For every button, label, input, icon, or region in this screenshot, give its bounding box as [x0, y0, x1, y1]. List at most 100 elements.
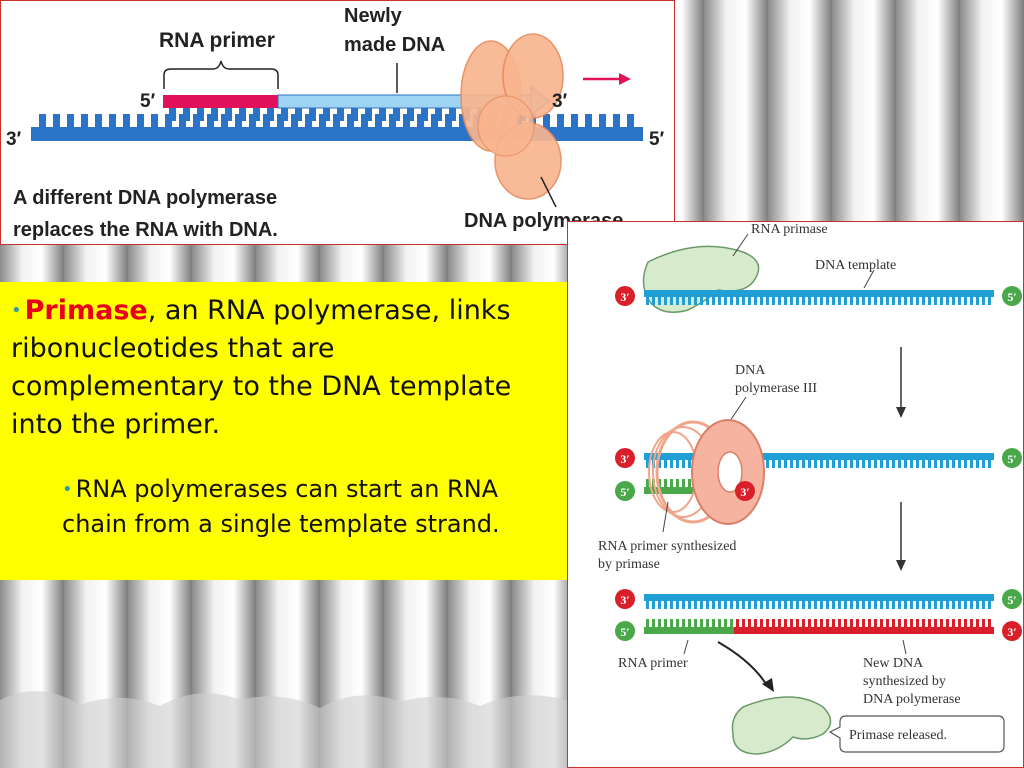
template-base [880, 601, 883, 609]
new-dna-base [976, 619, 979, 627]
released-primase-shape [731, 696, 832, 755]
primer-base [694, 619, 697, 627]
main-bullet-point: •Primase, an RNA polymerase, links ribon… [11, 292, 551, 444]
template-base [940, 297, 943, 305]
template-base [700, 601, 703, 609]
new-strand-base [183, 108, 190, 121]
template-base [964, 297, 967, 305]
new-strand-base [393, 108, 400, 121]
new-strand-base [281, 108, 288, 121]
template-base [850, 297, 853, 305]
rna-primer-label-right: RNA primer [618, 656, 688, 671]
new-dna-base [790, 619, 793, 627]
template-base [922, 297, 925, 305]
template-base [838, 297, 841, 305]
new-dna-base [880, 619, 883, 627]
template-base [862, 297, 865, 305]
new-dna-pointer [902, 639, 907, 655]
template-base [808, 297, 811, 305]
template-base [808, 601, 811, 609]
primer-base [688, 619, 691, 627]
template-base [445, 114, 452, 127]
template-base [67, 114, 74, 127]
template-base [557, 114, 564, 127]
five-prime-text-2b: 5′ [620, 485, 629, 499]
template-base [790, 460, 793, 468]
primer-brace [163, 60, 279, 89]
new-dna-base [856, 619, 859, 627]
template-base [682, 601, 685, 609]
new-dna-base [982, 619, 985, 627]
new-strand-base [323, 108, 330, 121]
template-base [820, 297, 823, 305]
primase-keyword: Primase [24, 295, 148, 326]
new-strand-base [309, 108, 316, 121]
template-base [928, 601, 931, 609]
primer-base [670, 479, 673, 487]
template-base [796, 460, 799, 468]
new-dna-base [988, 619, 991, 627]
template-base [694, 601, 697, 609]
template-base [676, 297, 679, 305]
template-strand-3 [644, 594, 994, 601]
template-base [940, 601, 943, 609]
template-base [748, 297, 751, 305]
three-prime-text-3: 3′ [620, 593, 629, 607]
template-base [347, 114, 354, 127]
template-base [958, 297, 961, 305]
new-dna-base [766, 619, 769, 627]
primase-pointer [732, 233, 749, 257]
polymerase-iii-label-2: polymerase III [735, 381, 817, 396]
template-base [736, 297, 739, 305]
template-base [613, 114, 620, 127]
template-base [688, 460, 691, 468]
five-prime-badge-3b: 5′ [615, 621, 635, 641]
rna-primer-segment [163, 95, 278, 108]
new-dna-base [952, 619, 955, 627]
template-base [940, 460, 943, 468]
template-base [844, 601, 847, 609]
new-strand-base [351, 108, 358, 121]
new-dna-base [844, 619, 847, 627]
primer-base [664, 479, 667, 487]
template-base [718, 297, 721, 305]
template-base [81, 114, 88, 127]
new-dna-base [802, 619, 805, 627]
dna-template-label: DNA template [815, 258, 896, 273]
template-base [165, 114, 172, 127]
template-base [826, 460, 829, 468]
primer-base [682, 479, 685, 487]
template-base [599, 114, 606, 127]
template-base [305, 114, 312, 127]
primase-text-box: •Primase, an RNA polymerase, links ribon… [0, 282, 567, 580]
rna-primer-label: RNA primer [159, 29, 275, 52]
template-base [137, 114, 144, 127]
template-base [676, 601, 679, 609]
top-figure-panel: RNA primer Newly made DNA 5′ 3′ 3′ 5′ A … [0, 0, 675, 245]
template-base [904, 460, 907, 468]
template-base [946, 297, 949, 305]
primase-released-callout: Primase released. [828, 715, 1005, 753]
template-base [682, 460, 685, 468]
template-base [403, 114, 410, 127]
template-base [814, 601, 817, 609]
lagging-teeth-3 [646, 619, 991, 627]
three-prime-right: 3′ [552, 91, 568, 112]
template-base [910, 460, 913, 468]
sub-bullet-point: •RNA polymerases can start an RNA chain … [62, 472, 542, 542]
new-dna-base [778, 619, 781, 627]
template-base [976, 601, 979, 609]
sub-bullet-text: RNA polymerases can start an RNA chain f… [62, 475, 500, 538]
new-strand-base [197, 108, 204, 121]
polymerase-iii-label-1: DNA [735, 363, 766, 378]
template-base [664, 601, 667, 609]
new-dna-base [742, 619, 745, 627]
template-base [832, 460, 835, 468]
right-figure-panel: 3′ 5′ RNA primase DNA template DNA polym… [567, 221, 1024, 768]
template-base [868, 601, 871, 609]
template-base [179, 114, 186, 127]
five-prime-text-3b: 5′ [620, 625, 629, 639]
template-base [838, 601, 841, 609]
template-base [958, 601, 961, 609]
template-base [790, 601, 793, 609]
